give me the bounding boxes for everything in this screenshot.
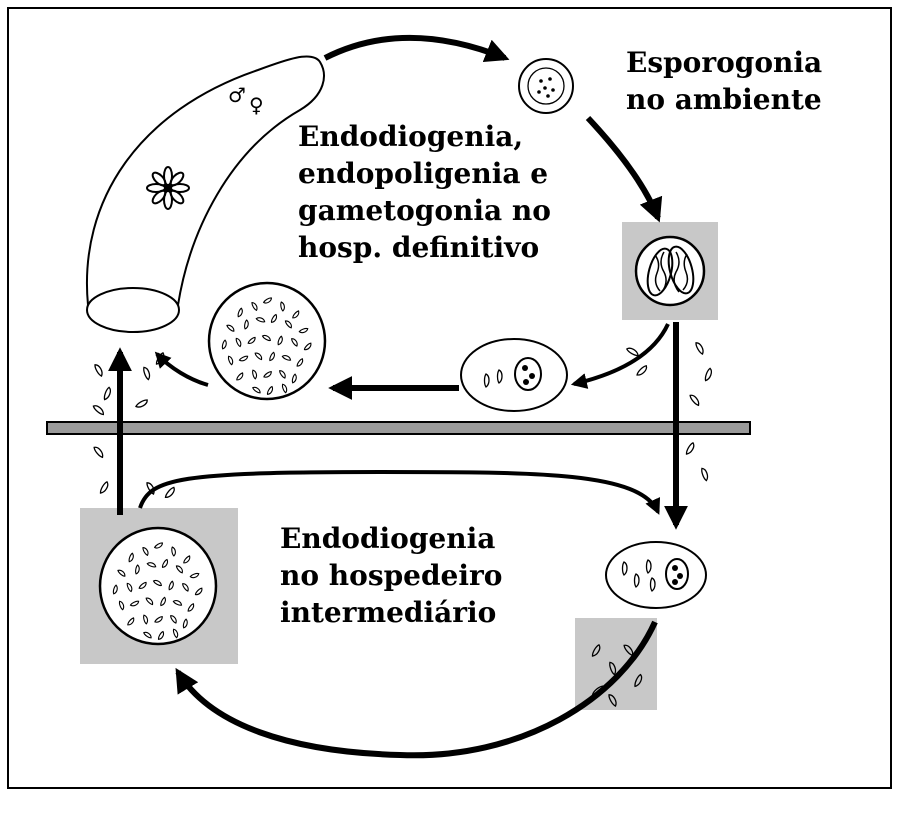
- tachyzoite-box: [575, 618, 657, 710]
- arrow-cross-top: [140, 472, 658, 512]
- female-symbol: ♀: [249, 93, 264, 117]
- arrow-intestine-to-oocyst: [325, 38, 505, 58]
- host-separator-bar: [47, 422, 750, 434]
- label-line: no hospedeiro: [280, 557, 502, 594]
- label-line: Esporogonia: [626, 44, 822, 81]
- label-esporogonia: Esporogonia no ambiente: [626, 44, 822, 118]
- oocyst-icon: [519, 59, 573, 113]
- label-line: Endodiogenia: [280, 520, 502, 557]
- oocyst-icon: [606, 542, 706, 608]
- label-line: gametogonia no: [298, 192, 551, 229]
- label-line: Endodiogenia,: [298, 118, 551, 155]
- arrow-cyst-to-zoites: [157, 354, 208, 385]
- label-line: hosp. definitivo: [298, 229, 551, 266]
- arrow-sporulated-to-oocyst: [574, 324, 668, 384]
- oocyst-icon: [461, 339, 567, 411]
- tissue-cyst-icon: [209, 283, 325, 399]
- arrow-oocyst-to-sporulated: [588, 118, 658, 218]
- sporulated-oocyst-icon: [636, 237, 704, 305]
- label-intermediate-host: Endodiogenia no hospedeiro intermediário: [280, 520, 502, 631]
- label-line: intermediário: [280, 594, 502, 631]
- label-line: no ambiente: [626, 81, 822, 118]
- label-definitive-host: Endodiogenia, endopoligenia e gametogoni…: [298, 118, 551, 266]
- tissue-cyst-icon: [100, 528, 216, 644]
- label-line: endopoligenia e: [298, 155, 551, 192]
- male-symbol: ♂: [228, 83, 246, 107]
